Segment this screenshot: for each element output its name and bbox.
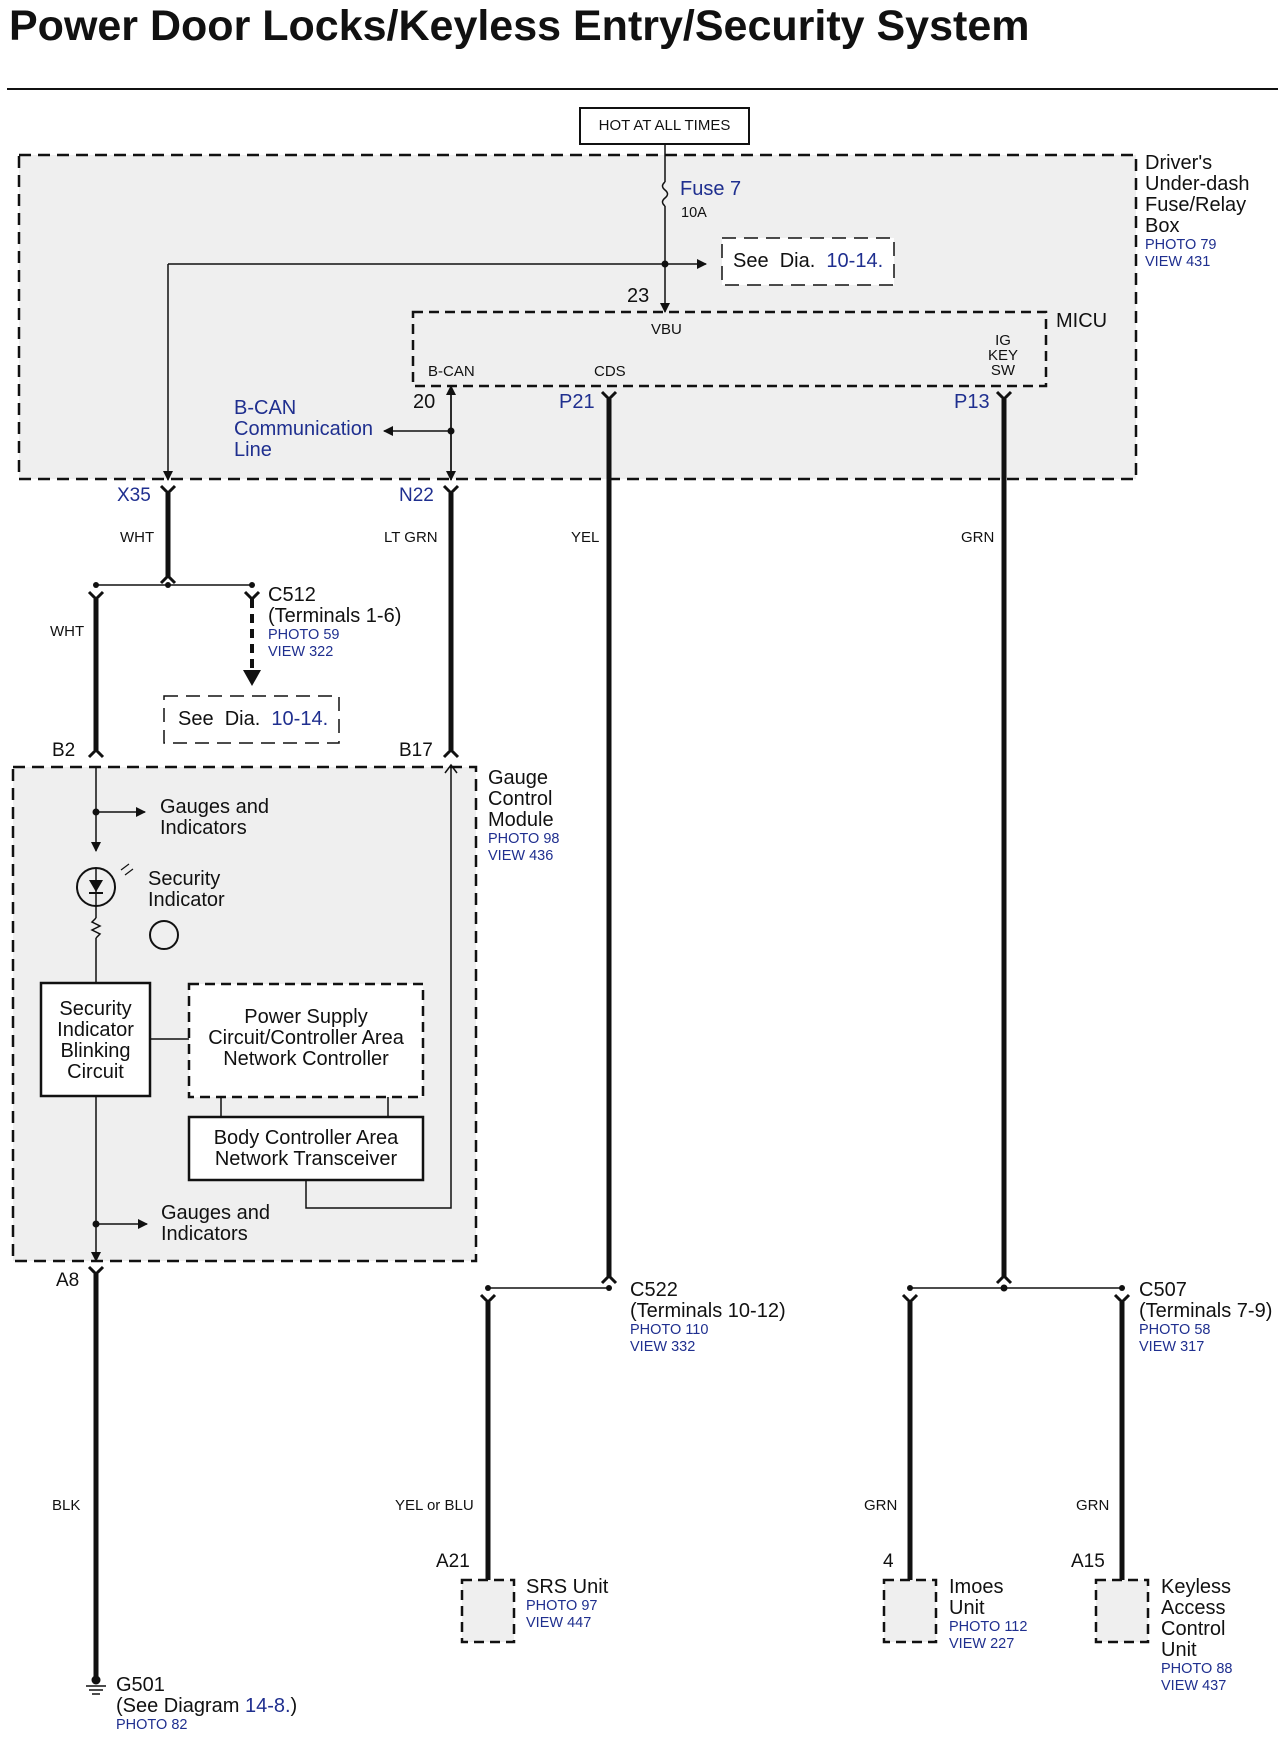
c512-label: C512 (Terminals 1-6) PHOTO 59 VIEW 322 xyxy=(268,584,402,661)
bcan-pin-label: B-CAN xyxy=(428,363,475,380)
blink-circuit-box xyxy=(39,981,152,1098)
gauges-indicators-top: Gauges and Indicators xyxy=(160,796,269,839)
connector-b17: B17 xyxy=(399,740,433,761)
transceiver-label: Body Controller Area Network Transceiver xyxy=(213,1127,399,1170)
micu-label: MICU xyxy=(1056,310,1108,332)
power-supply-label: Power Supply Circuit/Controller Area Net… xyxy=(208,1006,404,1070)
connector-a21: A21 xyxy=(436,1551,470,1572)
connector-a8: A8 xyxy=(56,1270,80,1291)
wire-grn-p13: GRN xyxy=(961,529,995,546)
hot-at-all-times-label: HOT AT ALL TIMES xyxy=(598,117,731,134)
keyless-unit-label: Keyless Access Control Unit PHOTO 88 VIE… xyxy=(1161,1576,1233,1695)
wire-wht-x35: WHT xyxy=(120,529,155,546)
wire-grn-keyless: GRN xyxy=(1076,1497,1110,1514)
gauge-module-label: Gauge Control Module PHOTO 98 VIEW 436 xyxy=(488,767,560,865)
c522-label: C522 (Terminals 10-12) PHOTO 110 VIEW 33… xyxy=(630,1279,786,1356)
c507-label: C507 (Terminals 7-9) PHOTO 58 VIEW 317 xyxy=(1139,1279,1273,1356)
connector-a15: A15 xyxy=(1071,1551,1105,1572)
ig-key-sw-label: IG KEY SW xyxy=(987,332,1018,379)
security-indicator-label: Security Indicator xyxy=(148,868,225,911)
blink-circuit-label: Security Indicator Blinking Circuit xyxy=(57,998,134,1083)
imoes-unit-box xyxy=(882,1578,938,1644)
connector-p21: P21 xyxy=(559,391,595,413)
see-dia-top: See Dia. 10-14. xyxy=(733,250,884,272)
fuse-name: Fuse 7 xyxy=(680,178,742,200)
terminal-23: 23 xyxy=(627,285,650,307)
vbu-label: VBU xyxy=(651,321,682,338)
connector-4: 4 xyxy=(883,1551,894,1572)
wire-wht-b2: WHT xyxy=(50,623,85,640)
imoes-unit-label: Imoes Unit PHOTO 112 VIEW 227 xyxy=(949,1576,1028,1653)
srs-unit-label: SRS Unit PHOTO 97 VIEW 447 xyxy=(526,1576,609,1632)
page-title: Power Door Locks/Keyless Entry/Security … xyxy=(9,2,1030,50)
see-dia-box-c512 xyxy=(163,695,340,744)
cds-pin-label: CDS xyxy=(594,363,626,380)
wire-blk: BLK xyxy=(52,1497,81,1514)
underdash-box-label: Driver's Under-dash Fuse/Relay Box PHOTO… xyxy=(1145,152,1250,271)
power-supply-box xyxy=(187,982,425,1099)
srs-unit-box xyxy=(460,1578,516,1644)
fuse-symbol xyxy=(661,181,669,207)
resistor-symbol xyxy=(90,917,102,939)
see-dia-box-top xyxy=(721,237,895,286)
micu-box xyxy=(411,310,1048,388)
bcan-communication-line-label: B-CAN Communication Line xyxy=(234,397,373,461)
fuse-rating: 10A xyxy=(681,205,707,221)
keyless-unit-box xyxy=(1094,1578,1150,1644)
transceiver-box xyxy=(187,1115,425,1182)
connector-b2: B2 xyxy=(52,740,76,761)
wire-ltgrn: LT GRN xyxy=(384,529,438,546)
g501-label: G501 (See Diagram 14-8.) PHOTO 82 xyxy=(116,1674,298,1734)
wire-grn-imoes: GRN xyxy=(864,1497,898,1514)
connector-n22: N22 xyxy=(399,485,434,506)
terminal-20: 20 xyxy=(413,391,436,413)
connector-x35: X35 xyxy=(117,485,151,506)
wire-yel-or-blu: YEL or BLU xyxy=(395,1497,474,1514)
wire-yel: YEL xyxy=(571,529,600,546)
security-indicator-icon xyxy=(149,920,179,950)
hot-at-all-times-box xyxy=(579,107,750,145)
gauges-indicators-bottom: Gauges and Indicators xyxy=(161,1202,270,1245)
see-dia-c512: See Dia. 10-14. xyxy=(178,708,329,730)
connector-p13: P13 xyxy=(954,391,990,413)
